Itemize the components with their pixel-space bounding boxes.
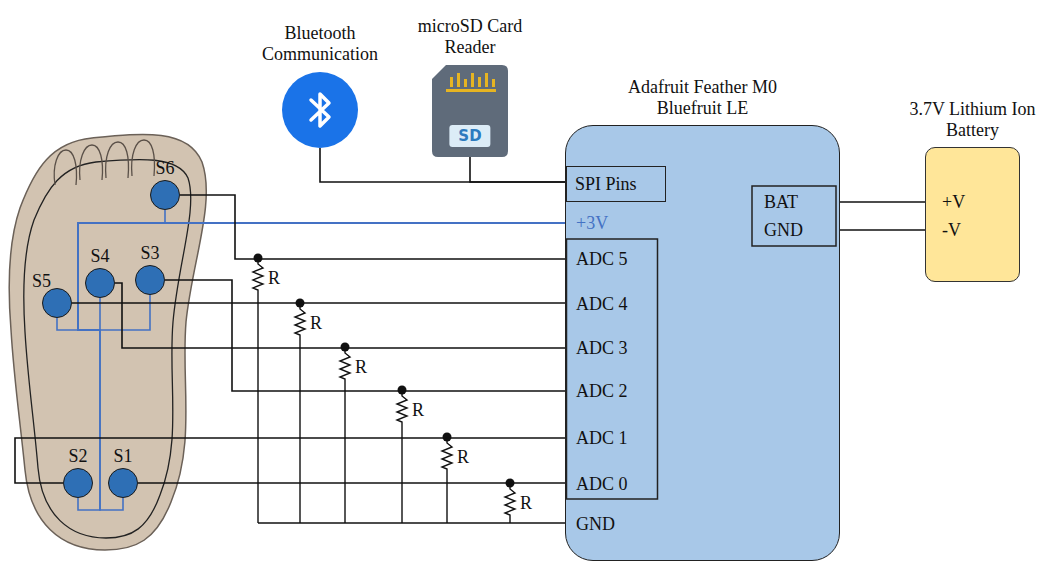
ground-bus [258, 522, 566, 524]
card-contact [492, 79, 495, 87]
sensor-label: S2 [68, 446, 87, 468]
card-contact [457, 73, 460, 87]
sensor-label: S4 [90, 246, 109, 268]
adc-pin: ADC 5 [566, 246, 646, 272]
signal-wire [15, 438, 566, 483]
power-wire [78, 223, 566, 510]
microcontroller-board: Adafruit Feather M0 Bluefruit LESPI Pins… [565, 125, 840, 561]
card-contact [471, 73, 474, 87]
junction-dot [443, 433, 452, 442]
pin-label: ADC 2 [576, 381, 628, 402]
resistor-label: R [268, 268, 280, 288]
spi-pin-box: SPI Pins [566, 166, 666, 202]
adc-pin: ADC 4 [566, 291, 646, 317]
signal-wire [165, 280, 566, 391]
pin-label: -V [942, 220, 961, 241]
sensor-label: S1 [113, 446, 132, 468]
signal-wire [470, 157, 566, 182]
ground-pin: GND [754, 216, 838, 244]
junction-dot [254, 254, 263, 263]
adc-pin-group [567, 239, 658, 499]
card-contact [446, 89, 496, 92]
battery-terminal: -V [926, 216, 986, 244]
sd-badge: SD [449, 125, 490, 147]
resistor-symbol [397, 390, 407, 523]
power-pin-group [752, 186, 836, 246]
sensor-label: S5 [32, 271, 51, 293]
resistor-symbol [505, 483, 515, 523]
pin-label: ADC 3 [576, 338, 628, 359]
junction-dot [341, 343, 350, 352]
pin-label: GND [576, 514, 615, 535]
node-heading: Bluetooth Communication [245, 23, 395, 66]
sensor-label: S6 [155, 158, 174, 180]
resistor-label: R [355, 357, 367, 377]
resistor-label: R [520, 493, 532, 513]
adc-pin: ADC 1 [566, 425, 646, 451]
adc-pin: ADC 3 [566, 335, 646, 361]
pin-label: ADC 4 [576, 294, 628, 315]
card-contact [450, 77, 453, 87]
pressure-sensor: S6 [150, 180, 180, 210]
pressure-sensor: S2 [63, 468, 93, 498]
card-shape [432, 65, 508, 157]
signal-wire [72, 302, 566, 304]
toe [132, 140, 155, 176]
adc-pin: ADC 2 [566, 378, 646, 404]
node-heading: 3.7V Lithium Ion Battery [898, 99, 1048, 142]
pin-label: ADC 5 [576, 249, 628, 270]
pin-label: +V [942, 192, 965, 213]
pin-label: ADC 0 [576, 474, 628, 495]
toe [80, 145, 103, 180]
node-heading: Adafruit Feather M0 Bluefruit LE [628, 77, 778, 120]
signal-wire [180, 195, 566, 259]
signal-wire [838, 201, 926, 203]
power-wire [78, 223, 566, 510]
bluetooth-rune [311, 94, 329, 126]
resistor-symbol [295, 303, 305, 523]
node-heading: microSD Card Reader [408, 16, 533, 59]
battery-terminal: +V [926, 188, 986, 216]
resistor-label: R [457, 447, 469, 467]
pin-label: GND [764, 220, 803, 241]
microsd-card-icon: microSD Card ReaderSD [432, 65, 508, 157]
resistor-label: R [310, 313, 322, 333]
card-contact [464, 79, 467, 87]
signal-wire [838, 229, 926, 231]
battery-pin: BAT [754, 188, 838, 216]
toes [54, 140, 154, 185]
pressure-sensor: S1 [108, 468, 138, 498]
card-contact [485, 73, 488, 87]
ground-pin: GND [566, 511, 646, 537]
pin-label: SPI Pins [575, 174, 637, 195]
power-wire [165, 210, 566, 223]
battery-box: 3.7V Lithium Ion Battery+V-V [925, 147, 1020, 282]
resistor-symbol [340, 347, 350, 523]
resistor-symbol [442, 437, 452, 523]
foot-outline [9, 134, 206, 550]
pressure-sensor: S4 [85, 268, 115, 298]
toe [54, 150, 76, 185]
sensor-label: S3 [140, 243, 159, 265]
card-contact [478, 77, 481, 87]
pin-label: BAT [764, 192, 798, 213]
pin-label: ADC 1 [576, 428, 628, 449]
power-pin: +3V [566, 210, 646, 236]
bluetooth-icon: Bluetooth Communication [282, 72, 358, 148]
pin-label: +3V [576, 213, 608, 234]
signal-wire [138, 482, 566, 484]
signal-wire [115, 283, 566, 348]
pressure-sensor: S3 [135, 265, 165, 295]
adc-pin: ADC 0 [566, 471, 646, 497]
resistor-label: R [412, 400, 424, 420]
bluetooth-symbol [282, 72, 358, 148]
pressure-sensor: S5 [42, 288, 72, 318]
toe [106, 142, 129, 178]
junction-dot [398, 386, 407, 395]
